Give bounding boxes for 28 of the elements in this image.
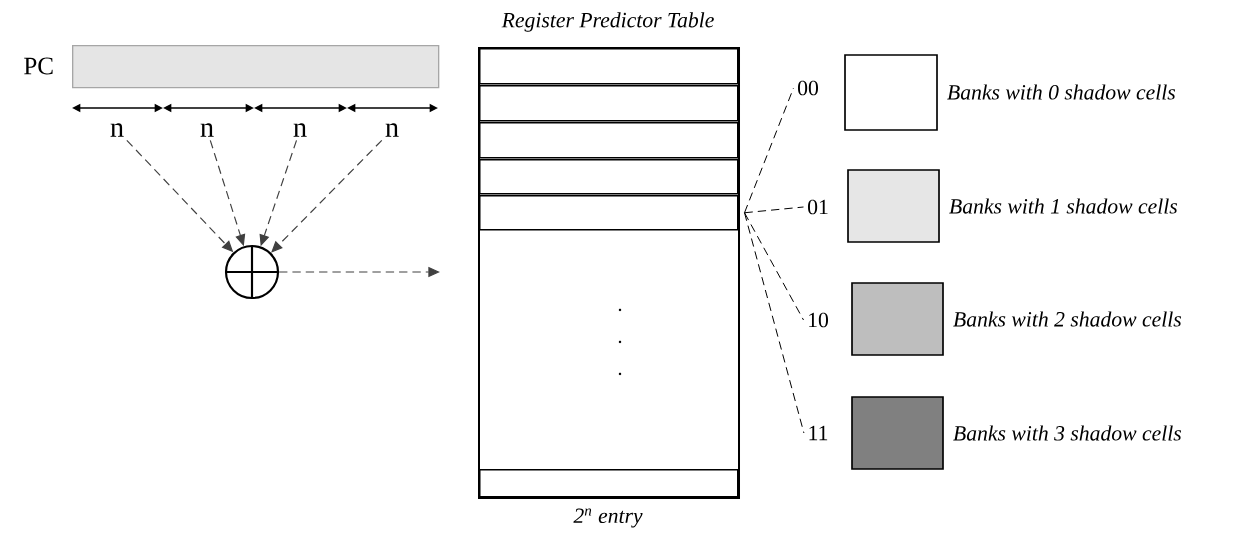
bank-code: 01	[808, 199, 828, 215]
connector-line	[744, 206, 804, 214]
table-caption: 2$^{n}$ entry	[573, 508, 643, 528]
legend-label: Banks with 3 shadow cells	[953, 425, 1182, 441]
xor-symbol	[224, 244, 280, 300]
bank-code: 00	[798, 80, 818, 96]
table-row	[479, 122, 739, 159]
register-bar	[72, 45, 440, 89]
register-label: PC	[24, 57, 53, 75]
bit-field-label: n	[200, 123, 214, 137]
legend-label: Banks with 0 shadow cells	[947, 84, 1176, 100]
legend-label: Banks with 1 shadow cells	[949, 198, 1178, 214]
arrow	[271, 139, 383, 253]
table-row	[479, 195, 739, 231]
table-row	[479, 85, 739, 122]
legend-label: Banks with 2 shadow cells	[953, 311, 1182, 327]
table-row	[479, 159, 739, 195]
connector-line	[744, 87, 794, 214]
table-row	[479, 469, 739, 498]
bank-code: 10	[809, 312, 828, 328]
bit-field-label: n	[110, 123, 124, 137]
bank-code: 11	[809, 425, 828, 441]
bit-field-label: n	[385, 123, 399, 137]
table-title: Register Predictor Table	[501, 12, 714, 32]
bit-field-label: n	[293, 123, 307, 137]
connector-line	[744, 212, 804, 321]
connector-line	[744, 212, 805, 434]
table-row	[479, 48, 739, 85]
